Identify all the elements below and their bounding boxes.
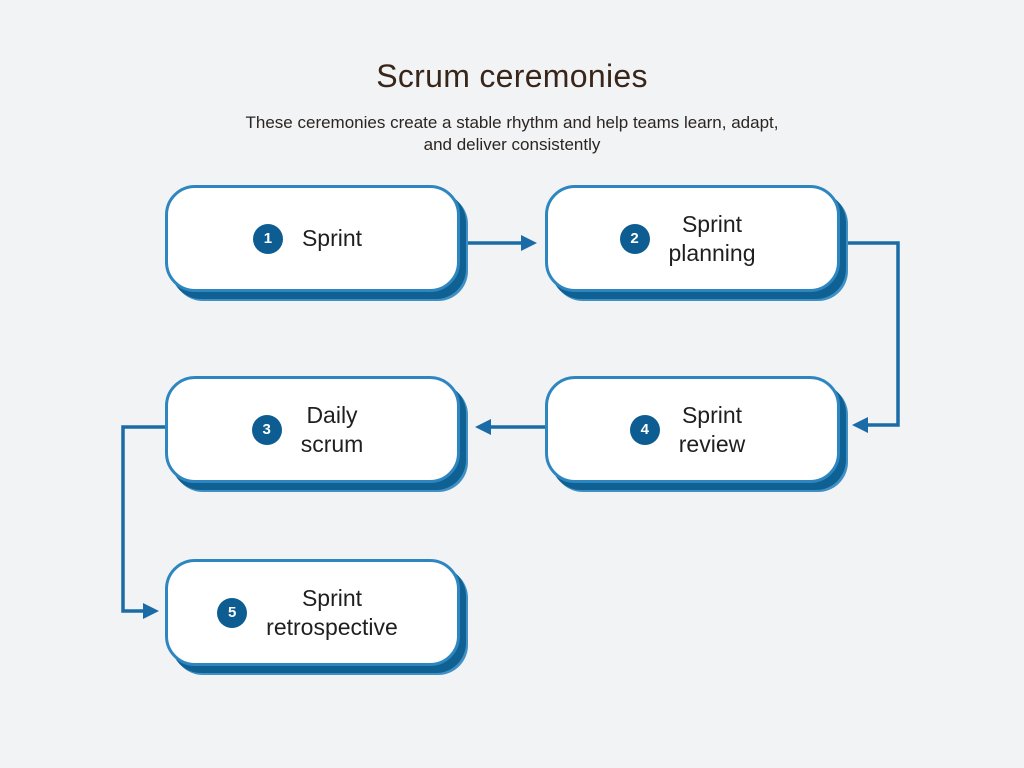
page-subtitle: These ceremonies create a stable rhythm … (0, 112, 1024, 156)
connector-daily-to-retro (121, 425, 165, 619)
step-number-badge: 2 (619, 223, 650, 254)
step-number-badge: 1 (252, 223, 283, 254)
diagram-header: Scrum ceremonies These ceremonies create… (0, 58, 1024, 156)
step-number-badge: 4 (629, 414, 660, 445)
node-sprint: 1 Sprint (165, 185, 460, 292)
subtitle-line-1: These ceremonies create a stable rhythm … (245, 113, 779, 132)
node-label: Daily scrum (300, 401, 364, 457)
node-label: Sprint (301, 225, 363, 251)
node-sprint-review: 4 Sprint review (545, 376, 840, 483)
node-label: Sprint planning (668, 210, 756, 266)
connector-sprint-to-planning (461, 235, 537, 251)
page-title: Scrum ceremonies (376, 58, 648, 94)
subtitle-line-2: and deliver consistently (423, 135, 601, 154)
node-sprint-retrospective: 5 Sprint retrospective (165, 559, 460, 666)
connector-review-to-daily (475, 419, 545, 435)
node-daily-scrum: 3 Daily scrum (165, 376, 460, 483)
node-label: Sprint retrospective (266, 584, 398, 640)
node-sprint-planning: 2 Sprint planning (545, 185, 840, 292)
connector-planning-to-review (842, 241, 900, 433)
step-number-badge: 3 (251, 414, 282, 445)
node-label: Sprint review (678, 401, 746, 457)
step-number-badge: 5 (217, 597, 248, 628)
